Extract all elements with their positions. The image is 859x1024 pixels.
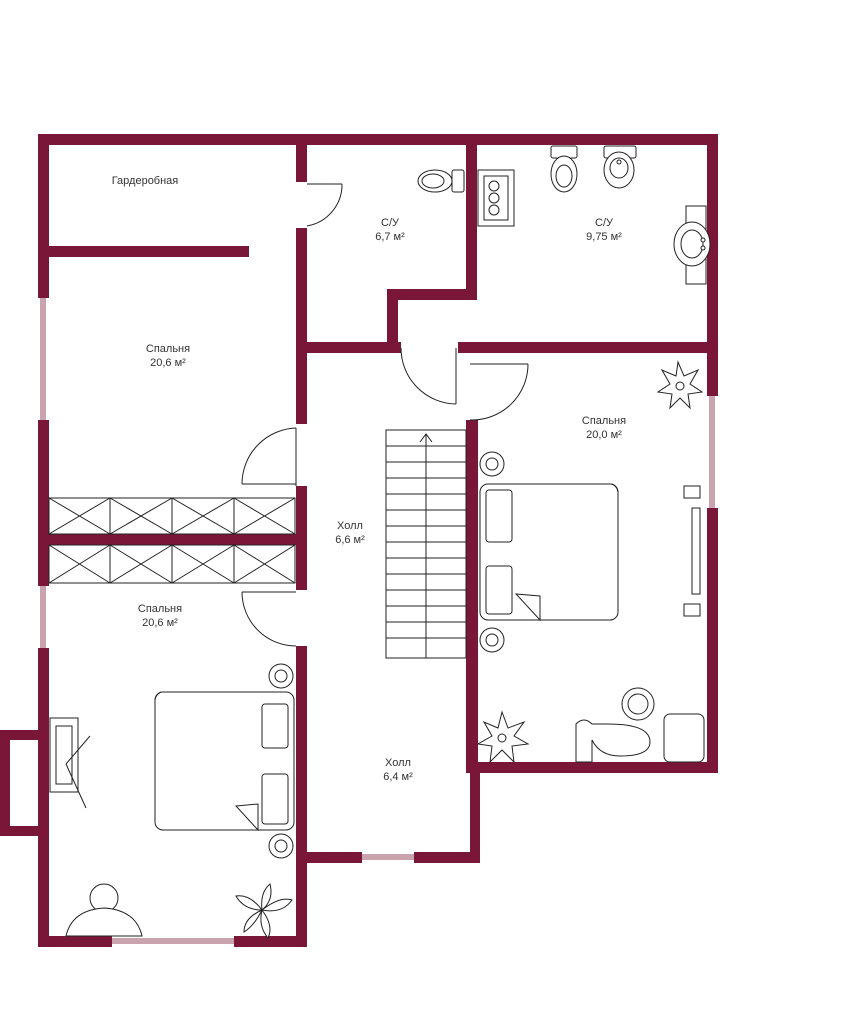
room-name: Спальня [582,415,626,427]
tv-unit-icon [49,717,91,809]
sink-icon [673,205,711,285]
toilet-icon [417,169,465,193]
doors [241,183,529,647]
windows [40,298,715,944]
shower-tray-icon [477,169,515,227]
room-label-bath-large: С/У 9,75 м² [586,217,622,243]
room-name: Гардеробная [112,175,179,187]
dresser-chair-icon [575,687,705,763]
walls [0,134,718,947]
room-label-bedroom-bottom-left: Спальня 20,6 м² [138,603,182,629]
room-name: Спальня [146,343,190,355]
staircase [385,429,467,659]
room-label-bedroom-top-left: Спальня 20,6 м² [146,343,190,369]
room-name: Холл [337,520,363,532]
plant-icon [476,360,704,764]
bidet-icon [603,145,637,189]
room-area: 20,6 м² [150,357,186,369]
room-label-hall-lower: Холл 6,4 м² [383,757,413,783]
desk-chair-icon [65,883,143,937]
wardrobe-units [48,497,296,584]
tv-unit-icon [683,485,701,617]
room-label-bedroom-right: Спальня 20,0 м² [582,415,626,441]
room-area: 6,7 м² [375,231,405,243]
room-area: 20,6 м² [142,617,178,629]
bed-icon [479,451,619,653]
room-name: Спальня [138,603,182,615]
room-name: С/У [595,217,614,229]
room-area: 9,75 м² [586,231,622,243]
room-label-wardrobe: Гардеробная [112,175,179,187]
room-area: 6,4 м² [383,771,413,783]
room-name: Холл [385,757,411,769]
room-area: 20,0 м² [586,429,622,441]
plant-icon [235,883,293,939]
room-area: 6,6 м² [335,534,365,546]
room-label-bath-small: С/У 6,7 м² [375,217,405,243]
toilet-icon [550,145,578,193]
bed-icon [154,663,295,859]
room-label-hall-upper: Холл 6,6 м² [335,520,365,546]
room-name: С/У [381,217,400,229]
